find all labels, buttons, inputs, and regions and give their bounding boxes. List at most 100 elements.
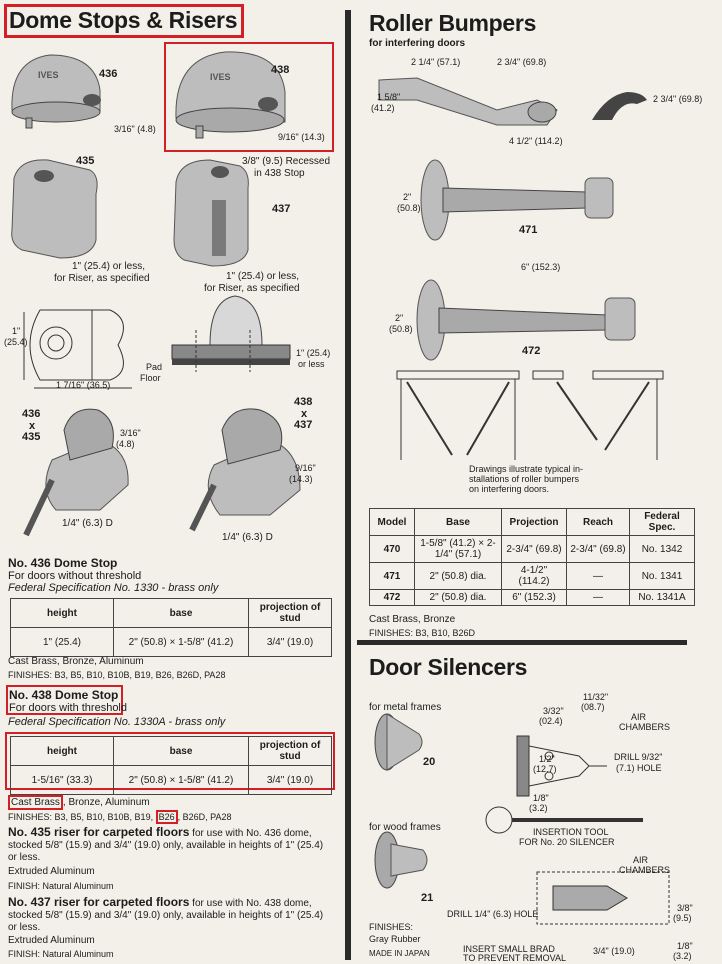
rb-cell: 1-5/8" (41.2) × 2-1/4" (57.1) xyxy=(414,535,502,563)
combo-label-436: 436 xyxy=(22,408,41,420)
riser-435-drawing xyxy=(11,159,98,259)
ds-dim-3-mm: (12.7) xyxy=(533,764,557,774)
p436-line1: For doors without threshold xyxy=(8,570,142,582)
recess-line-1: 3/8" (9.5) Recessed xyxy=(242,156,331,167)
combo-label-x2: x xyxy=(301,408,308,420)
ds-drill-2: DRILL 1/4" (6.3) HOLE xyxy=(447,909,539,919)
rb-th-federal-spec: Federal Spec. xyxy=(629,508,695,536)
dome-stops-illustrations xyxy=(11,51,301,537)
combo-label-435: 435 xyxy=(22,431,41,443)
dome-438-highlight xyxy=(164,42,334,152)
combo-1-dim-mm: (4.8) xyxy=(116,439,135,449)
section-dim-2: or less xyxy=(298,359,325,369)
p436-line2: Federal Specification No. 1330 - brass o… xyxy=(8,582,219,594)
ds-dim-4-mm: (3.2) xyxy=(529,803,548,813)
ds-dim-2-mm: (08.7) xyxy=(581,702,605,712)
p436-finishes: FINISHES: B3, B5, B10, B10B, B19, B26, B… xyxy=(8,670,226,680)
roller-bumpers-subtitle: for interfering doors xyxy=(369,38,466,49)
riser-437-drawing xyxy=(173,159,249,267)
bumper-dim-4-mm: (41.2) xyxy=(371,103,395,113)
ds-air-1: AIR xyxy=(631,712,647,722)
label-471: 471 xyxy=(519,224,538,236)
ds-finishes-value: Gray Rubber xyxy=(369,934,421,944)
p436-spec-table: height base projection of stud 1" (25.4)… xyxy=(10,598,332,657)
dim-438-height: 9/16" (14.3) xyxy=(278,132,325,142)
bumper-472-drawing xyxy=(416,279,636,361)
riser-435-note-1: 1" (25.4) or less, xyxy=(72,261,146,272)
p438-material-cast-brass: Cast Brass xyxy=(8,795,63,810)
p436-cell-height: 1" (25.4) xyxy=(10,627,114,657)
p435-paragraph: No. 435 riser for carpeted floors for us… xyxy=(8,826,330,864)
p437-finish: FINISH: Natural Aluminum xyxy=(8,949,114,959)
roller-bumpers-column: Roller Bumpers for interfering doors xyxy=(357,0,722,963)
silencer-21-section xyxy=(536,871,670,925)
rb-cell: — xyxy=(566,562,630,590)
bumper-471-drawing xyxy=(420,159,614,241)
p438-cell-height: 1-5/16" (33.3) xyxy=(10,765,114,795)
dome-stop-436-drawing xyxy=(11,54,101,129)
bumper-dim-1: 2 1/4" (57.1) xyxy=(411,57,461,67)
p438-title: No. 438 Dome Stop xyxy=(9,688,119,702)
p436-cell-projection: 3/4" (19.0) xyxy=(248,627,332,657)
label-437: 437 xyxy=(272,203,291,215)
ives-logo-438: IVES xyxy=(210,72,231,82)
bumper-dim-2: 2 3/4" (69.8) xyxy=(497,57,547,67)
riser-435-note-2: for Riser, as specified xyxy=(54,273,150,284)
rb-cell: No. 1341A xyxy=(629,589,695,606)
ives-logo-436: IVES xyxy=(38,70,59,80)
p438-line2: Federal Specification No. 1330A - brass … xyxy=(8,716,226,728)
p438-material-rest: , Bronze, Aluminum xyxy=(62,797,150,808)
p438-line1: For doors with threshold xyxy=(9,702,127,714)
p436-th-base: base xyxy=(113,598,249,628)
install-note-2: stallations of roller bumpers xyxy=(469,474,580,484)
p438-th-height: height xyxy=(10,736,114,766)
combo-label-438: 438 xyxy=(294,396,313,408)
label-21: 21 xyxy=(421,892,434,904)
p437-title: No. 437 riser for carpeted floors xyxy=(8,895,190,909)
label-438: 438 xyxy=(271,64,290,76)
ds-dim-2: 11/32" xyxy=(583,692,609,702)
p436-materials: Cast Brass, Bronze, Aluminum xyxy=(8,656,144,667)
p438-title-highlight xyxy=(6,685,123,715)
rb-cell: No. 1341 xyxy=(629,562,695,590)
bumper-dim-8: 2" xyxy=(395,313,404,323)
ds-dim-6: 3/4" (19.0) xyxy=(593,946,635,956)
roller-bumpers-title: Roller Bumpers xyxy=(369,10,537,36)
rb-cell: 2" (50.8) dia. xyxy=(414,562,502,590)
bumper-dim-3: 2 3/4" (69.8) xyxy=(653,94,703,104)
p437-paragraph: No. 437 riser for carpeted floors for us… xyxy=(8,896,330,934)
p435-material: Extruded Aluminum xyxy=(8,866,95,877)
p437-material: Extruded Aluminum xyxy=(8,935,95,946)
ds-tool-1: INSERTION TOOL xyxy=(533,827,609,837)
rb-th-base: Base xyxy=(414,508,502,536)
install-note-1: Drawings illustrate typical in- xyxy=(469,464,584,474)
dome-stop-438-drawing xyxy=(175,51,286,139)
p435-finish: FINISH: Natural Aluminum xyxy=(8,881,114,891)
section-dim-1: 1" (25.4) xyxy=(296,348,331,358)
label-435: 435 xyxy=(76,155,95,167)
p438-finishes-c: , B26D, PA28 xyxy=(177,812,232,822)
ds-wood-frames: for wood frames xyxy=(369,822,441,833)
rb-cell: 6" (152.3) xyxy=(501,589,567,606)
dome-section-view xyxy=(171,295,291,372)
bumper-dim-6: 2" xyxy=(403,192,412,202)
p438-materials: Cast Brass, Bronze, Aluminum xyxy=(8,795,150,810)
insertion-tool-drawing xyxy=(485,806,643,834)
combo-label-x1: x xyxy=(29,420,36,432)
p438-cell-projection: 3/4" (19.0) xyxy=(248,765,332,795)
roller-bumper-illustrations xyxy=(378,77,664,460)
p438-finishes-a: FINISHES: B3, B5, B10, B10B, B19, xyxy=(8,812,154,822)
bumper-470-drawing xyxy=(378,77,647,126)
combo-2-dim: 9/16" xyxy=(295,463,316,473)
silencer-21-drawing xyxy=(374,831,428,889)
rb-cell: 4-1/2" (114.2) xyxy=(501,562,567,590)
combo-label-437: 437 xyxy=(294,419,313,431)
p436-th-projection: projection of stud xyxy=(248,598,332,628)
ds-drill-1: DRILL 9/32" xyxy=(614,752,663,762)
recess-line-2: in 438 Stop xyxy=(254,168,305,179)
plan-dim-width: 1 7/16" (36.5) xyxy=(56,380,111,390)
table-row: 471 2" (50.8) dia. 4-1/2" (114.2) — No. … xyxy=(369,562,695,590)
silencer-20-drawing xyxy=(374,713,423,771)
rb-cell: No. 1342 xyxy=(629,535,695,563)
ds-dim-7-mm: (3.2) xyxy=(673,951,692,961)
